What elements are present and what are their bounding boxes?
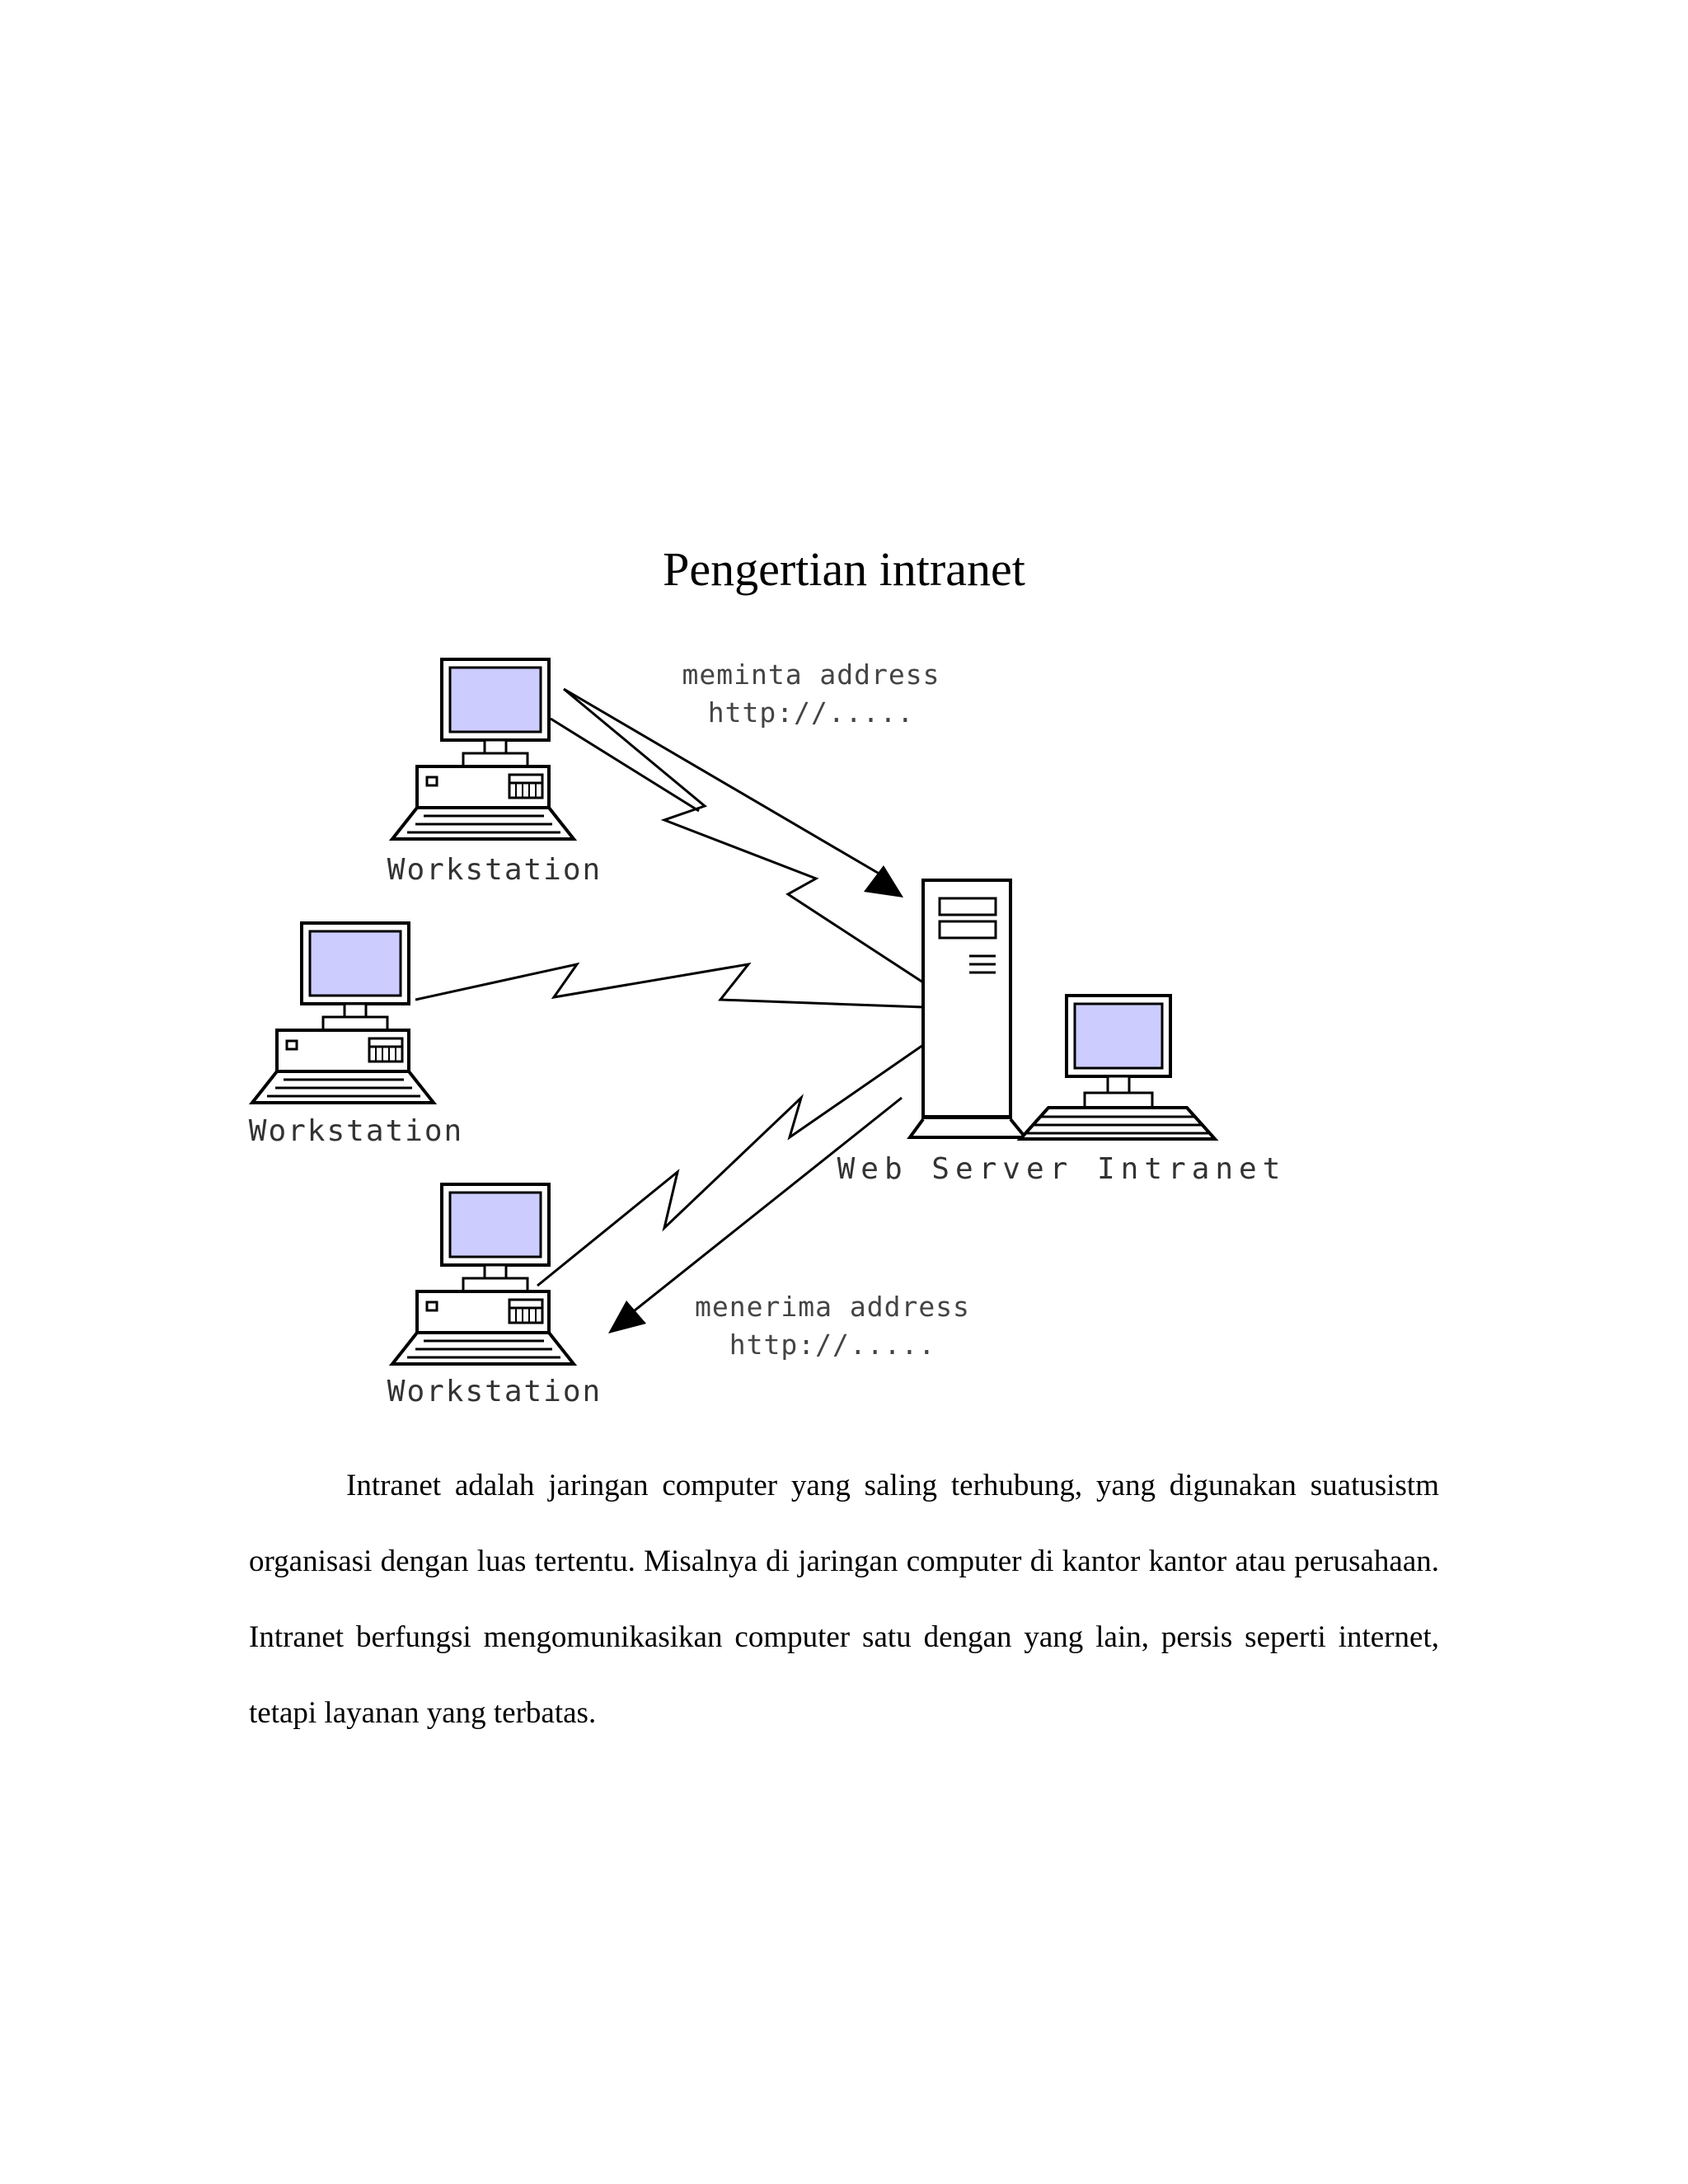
response-arrowhead-icon <box>608 1301 646 1333</box>
workstation-middle-label: Workstation <box>249 1114 463 1148</box>
request-arrowhead-icon <box>864 865 903 898</box>
request-text: meminta address <box>682 658 940 691</box>
page-title: Pengertian intranet <box>663 542 1025 596</box>
workstation-top-label: Workstation <box>387 853 602 887</box>
response-url: http://..... <box>729 1329 935 1361</box>
web-server-icon <box>907 879 1029 1139</box>
response-text: menerima address <box>695 1291 970 1323</box>
web-server-label: Web Server Intranet <box>837 1152 1287 1186</box>
intranet-description: Intranet adalah jaringan computer yang s… <box>249 1469 1439 1730</box>
workstation-bottom-icon <box>391 1183 575 1366</box>
workstation-top-icon <box>391 658 575 841</box>
workstation-bottom-label: Workstation <box>387 1375 602 1408</box>
connection-lines <box>415 687 924 1319</box>
request-url: http://..... <box>708 696 914 729</box>
server-monitor-icon <box>1016 994 1219 1141</box>
workstation-middle-icon <box>251 921 435 1104</box>
